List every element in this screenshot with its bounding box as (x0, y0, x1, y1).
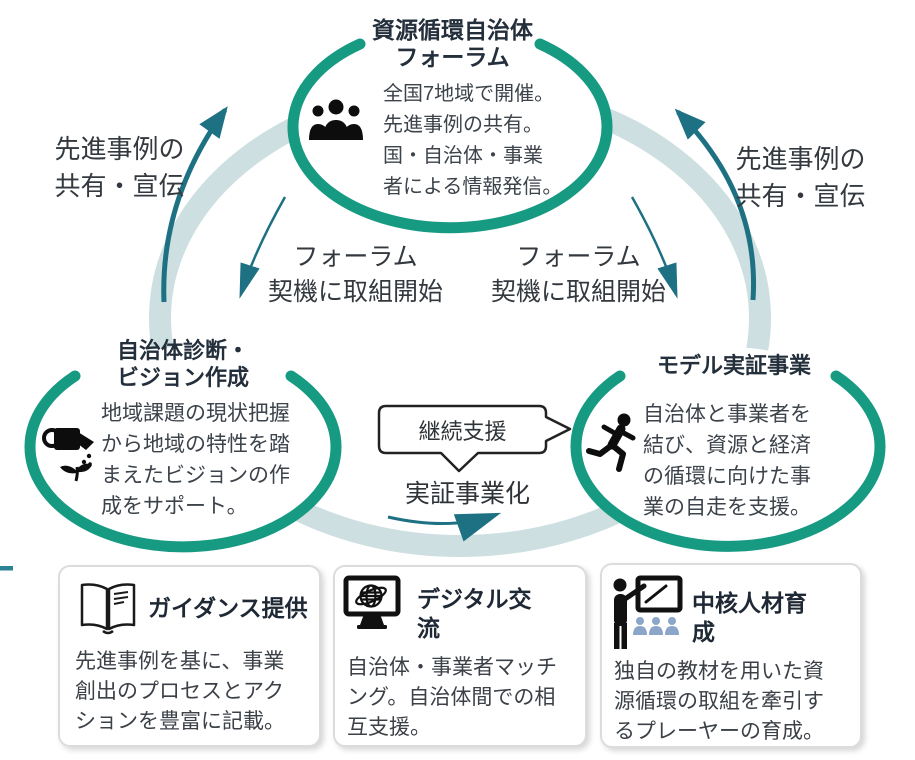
forum-start-arrow-left (239, 196, 287, 299)
guidance-card-body: 先進事例を基に、事業 創出のプロセスとアク ションを豊富に記載。 (75, 650, 285, 733)
open-book-icon (76, 580, 140, 643)
diagnosis-node-body: 地域課題の現状把握 から地域の特性を踏 まえたビジョンの作 成をサポート。 (101, 402, 290, 518)
share-label-left: 先進事例の 共有・宣伝 (54, 134, 185, 201)
talent-development-card-title: 中核人材育 成 (692, 590, 807, 645)
talent-development-card: 中核人材育 成 独自の教材を用いた資 源循環の取組を牽引す るプレーヤーの育成。 (600, 563, 862, 748)
model-node-title: モデル実証事業 (656, 353, 811, 378)
commercialization-label: 実証事業化 (404, 480, 530, 508)
support-callout-bubble (377, 404, 572, 473)
people-group-icon (308, 98, 364, 145)
share-label-right: 先進事例の 共有・宣伝 (735, 144, 866, 211)
model-node-fill (576, 347, 880, 547)
commercialization-arrow (387, 512, 502, 542)
guidance-card-title: ガイダンス提供 (148, 595, 308, 621)
digital-exchange-card: デジタル交 流 自治体・事業者マッチ ング。自治体間での相 互支援。 (333, 565, 587, 747)
forum-start-label-left: フォーラム 契機に取組開始 (267, 243, 443, 306)
left-edge-mark (0, 566, 13, 571)
talent-development-card-body: 独自の教材を用いた資 源循環の取組を牽引す るプレーヤーの育成。 (614, 660, 824, 743)
trainer-icon (610, 573, 684, 658)
share-arrow-left (161, 106, 228, 303)
watering-can-icon (42, 411, 98, 488)
model-node-ring (570, 370, 886, 552)
support-callout-label: 継続支援 (418, 418, 507, 444)
diagnosis-node-fill (30, 347, 336, 547)
forum-node-title: 資源循環自治体 フォーラム (372, 17, 533, 70)
share-arrow-right (674, 108, 757, 301)
forum-node-ring (287, 38, 613, 234)
diagnosis-node-ring (24, 370, 342, 553)
forum-node-fill (293, 26, 607, 228)
guidance-card: ガイダンス提供 先進事例を基に、事業 創出のプロセスとアク ションを豊富に記載。 (58, 565, 321, 747)
model-node-body: 自治体と事業者を 結び、資源と経済 の循環に向けた事 業の自走を支援。 (643, 403, 811, 519)
forum-start-arrow-right (630, 196, 678, 299)
digital-exchange-card-title: デジタル交 流 (417, 586, 532, 641)
running-person-icon (586, 412, 638, 479)
digital-exchange-card-body: 自治体・事業者マッチ ング。自治体間での相 互支援。 (347, 656, 557, 739)
diagnosis-node-title: 自治体診断・ ビジョン作成 (116, 338, 249, 390)
monitor-globe-icon (342, 575, 402, 638)
forum-start-label-right: フォーラム 契機に取組開始 (490, 243, 666, 306)
forum-node-body: 全国7地域で開催。 先進事例の共有。 国・自治体・事業 者による情報発信。 (383, 83, 563, 198)
